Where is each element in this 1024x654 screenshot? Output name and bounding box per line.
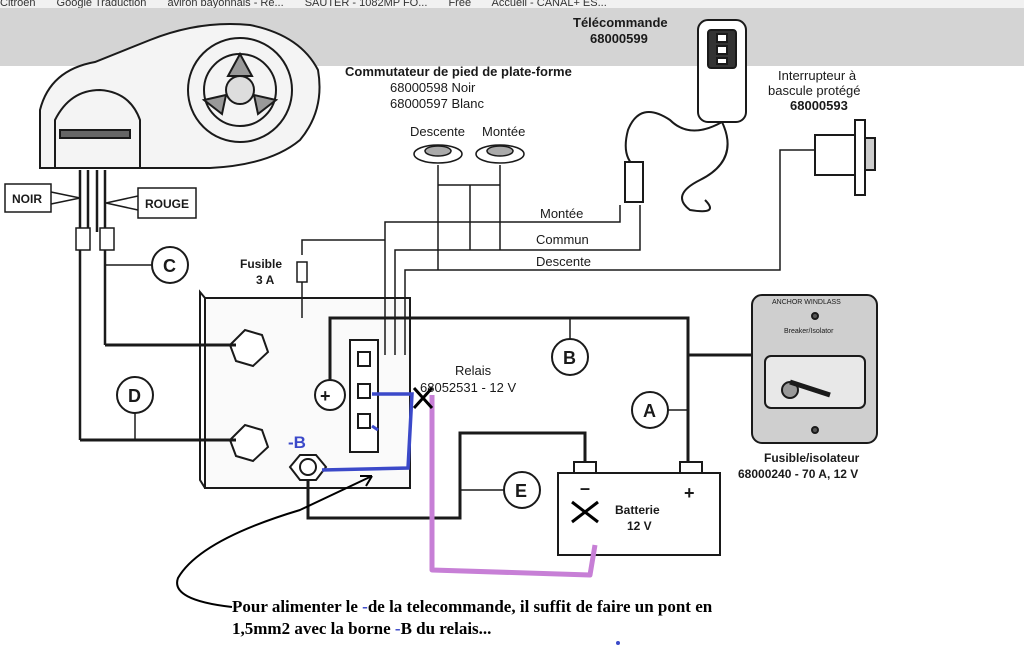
svg-text:bascule protégé: bascule protégé — [768, 83, 861, 98]
svg-text:12 V: 12 V — [627, 519, 652, 533]
svg-text:ROUGE: ROUGE — [145, 197, 189, 211]
svg-text:68000599: 68000599 — [590, 31, 648, 46]
svg-text:68000598 Noir: 68000598 Noir — [390, 80, 476, 95]
svg-text:Montée: Montée — [482, 124, 525, 139]
svg-text:Breaker/Isolator: Breaker/Isolator — [784, 328, 834, 335]
svg-text:Commutateur de pied de plate-f: Commutateur de pied de plate-forme — [345, 64, 572, 79]
svg-text:Fusible/isolateur: Fusible/isolateur — [764, 451, 860, 465]
bookmarks-bar: Citroën Google Traduction aviron bayonna… — [0, 0, 1024, 8]
fuse-3a — [296, 261, 308, 283]
svg-text:A: A — [643, 401, 656, 421]
bookmark-item[interactable]: aviron bayonnais - Re... — [167, 0, 284, 8]
relay-body — [199, 289, 411, 489]
svg-text:–: – — [580, 478, 590, 498]
wires — [80, 316, 752, 520]
bookmark-item[interactable]: Google Traduction — [56, 0, 147, 8]
rocker-switch-icon — [814, 119, 876, 196]
svg-text:Commun: Commun — [536, 232, 589, 247]
svg-text:D: D — [128, 386, 141, 406]
bookmark-item[interactable]: Free — [448, 0, 472, 8]
noir-tag: NOIR — [4, 183, 81, 213]
bookmark-item[interactable]: SAUTER - 1082MP FO... — [304, 0, 428, 8]
svg-text:C: C — [163, 256, 176, 276]
relay-plus-terminal: + — [320, 386, 331, 406]
svg-text:Fusible: Fusible — [240, 257, 282, 271]
rouge-tag: ROUGE — [105, 187, 197, 219]
bookmark-item[interactable]: Accueil - CANAL+ ES... — [491, 0, 607, 8]
svg-text:Montée: Montée — [540, 206, 583, 221]
svg-text:+: + — [684, 483, 695, 503]
svg-text:ANCHOR WINDLASS: ANCHOR WINDLASS — [772, 299, 841, 306]
svg-text:68052531 - 12 V: 68052531 - 12 V — [420, 380, 516, 395]
blue-bridge-annotation — [321, 392, 414, 472]
battery-icon — [557, 461, 721, 556]
windlass-motor-icon — [39, 23, 321, 169]
svg-text:E: E — [515, 481, 527, 501]
cross-marks — [412, 386, 599, 524]
minus-b-label: -B — [288, 433, 306, 452]
breaker-panel-icon — [751, 294, 878, 444]
purple-bridge-annotation — [429, 395, 598, 578]
svg-text:3 A: 3 A — [256, 273, 275, 287]
svg-text:Descente: Descente — [536, 254, 591, 269]
svg-text:NOIR: NOIR — [12, 192, 42, 206]
svg-text:Interrupteur à: Interrupteur à — [778, 68, 857, 83]
pointer-arrow — [176, 475, 373, 608]
bookmark-item[interactable]: Citroën — [0, 0, 36, 8]
svg-text:68000240 - 70 A, 12 V: 68000240 - 70 A, 12 V — [738, 467, 858, 481]
cable-connectors — [75, 227, 115, 251]
svg-text:Descente: Descente — [410, 124, 465, 139]
svg-text:68000593: 68000593 — [790, 98, 848, 113]
annotation-note: Pour alimenter le -de la telecommande, i… — [232, 597, 713, 638]
svg-text:Relais: Relais — [455, 363, 492, 378]
svg-text:68000597 Blanc: 68000597 Blanc — [390, 96, 484, 111]
svg-text:Batterie: Batterie — [615, 503, 660, 517]
remote-control-icon — [624, 19, 747, 213]
svg-text:B: B — [563, 348, 576, 368]
svg-text:Télécommande: Télécommande — [573, 15, 668, 30]
foot-switch-icon — [413, 144, 525, 164]
